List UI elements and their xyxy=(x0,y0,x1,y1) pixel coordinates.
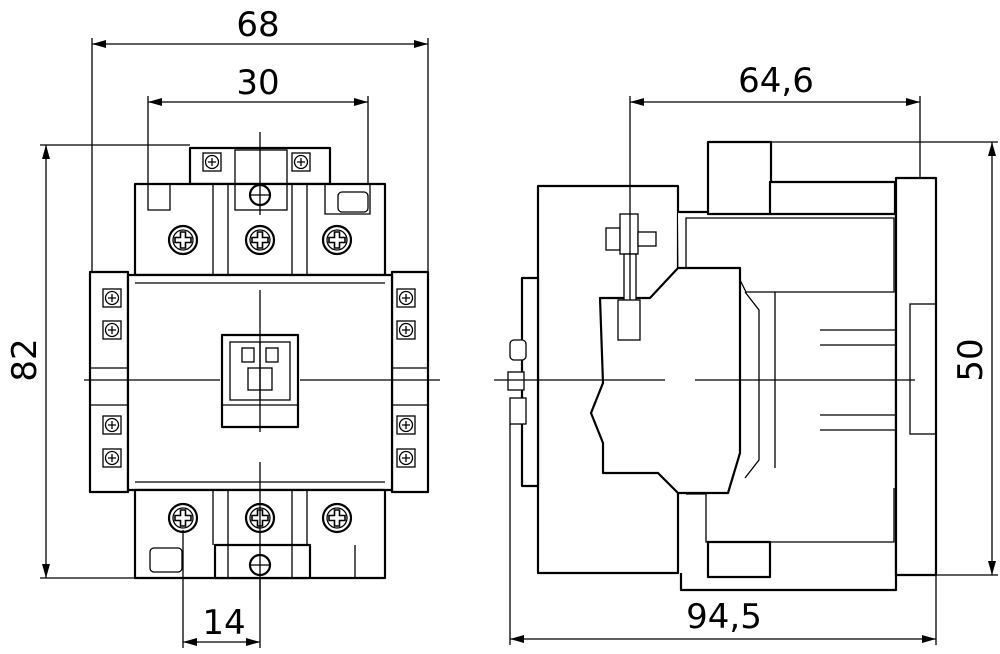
dimension-labels: 68 30 14 82 64,6 94,5 50 xyxy=(5,5,991,643)
right-aux-contact xyxy=(390,270,430,494)
dim-height-side: 50 xyxy=(951,338,991,381)
front-view xyxy=(84,132,440,600)
dim-width-overall: 68 xyxy=(236,5,279,45)
dimension-lines xyxy=(40,38,998,648)
side-mounting-foot xyxy=(894,176,938,577)
side-view xyxy=(494,140,938,592)
side-left-clip xyxy=(507,276,540,488)
dim-height-overall: 82 xyxy=(5,338,45,381)
dim-depth-overall: 94,5 xyxy=(686,597,762,637)
dim-width-terminals: 30 xyxy=(236,63,279,103)
dim-depth-mount: 64,6 xyxy=(738,61,814,101)
left-aux-contact xyxy=(88,270,130,494)
front-center-lines xyxy=(84,132,440,600)
dim-pitch: 14 xyxy=(202,603,245,643)
